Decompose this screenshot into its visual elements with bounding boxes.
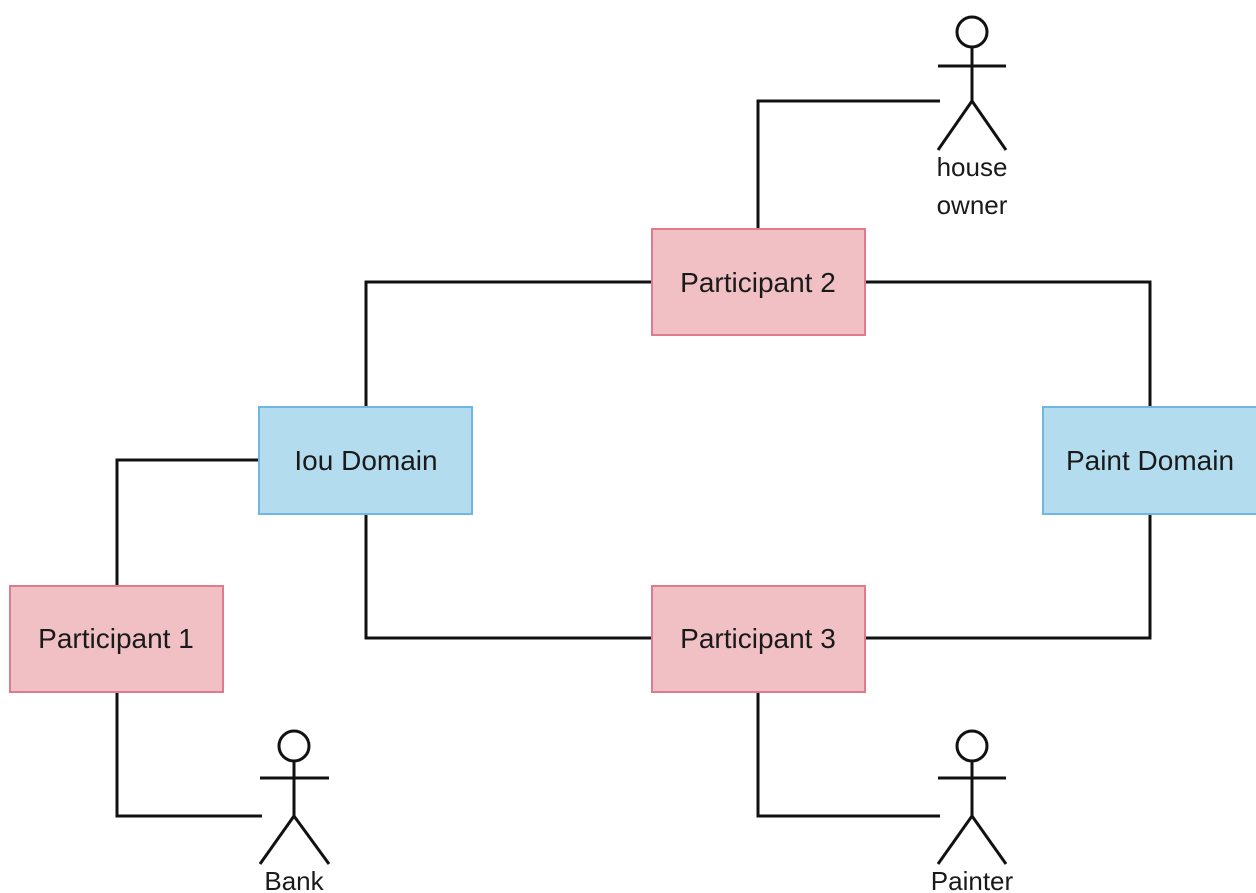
participant-3-label: Participant 3 <box>680 623 836 654</box>
painter-label: Painter <box>931 866 1014 893</box>
iou-domain-box <box>258 406 473 515</box>
house-owner-actor[interactable]: house owner <box>936 15 1008 220</box>
bank-label: Bank <box>264 866 324 893</box>
edge-participant-2-paint-domain <box>865 280 1152 407</box>
participant-1-box <box>9 585 224 693</box>
connectors <box>115 99 1152 818</box>
paint-domain-node[interactable]: Paint Domain <box>1042 406 1256 515</box>
participant-1-label: Participant 1 <box>38 623 194 654</box>
house-owner-label-line-2: owner <box>937 190 1008 220</box>
iou-domain-label: Iou Domain <box>294 445 437 476</box>
stick-figure-icon <box>936 15 1008 151</box>
participant-3-box <box>651 585 866 693</box>
participant-2-box <box>651 228 866 336</box>
bank-actor[interactable]: Bank <box>258 729 331 893</box>
participant-3-node[interactable]: Participant 3 <box>651 585 866 693</box>
edge-participant-1-bank <box>115 692 262 818</box>
edge-participant-2-iou-domain <box>364 280 652 407</box>
paint-domain-label: Paint Domain <box>1066 445 1234 476</box>
participant-2-label: Participant 2 <box>680 267 836 298</box>
stick-figure-icon <box>936 729 1008 865</box>
painter-actor[interactable]: Painter <box>931 729 1014 893</box>
edge-iou-domain-participant-3 <box>364 514 652 640</box>
iou-domain-node[interactable]: Iou Domain <box>258 406 473 515</box>
edge-participant-3-painter <box>756 692 940 818</box>
edge-iou-domain-participant-1 <box>115 458 259 586</box>
edge-house-owner-participant-2 <box>756 99 940 229</box>
stick-figure-icon <box>258 729 331 865</box>
house-owner-label-line-1: house <box>937 152 1008 182</box>
paint-domain-box <box>1042 406 1256 515</box>
edge-paint-domain-participant-3 <box>865 514 1152 640</box>
participant-1-node[interactable]: Participant 1 <box>9 585 224 693</box>
participant-2-node[interactable]: Participant 2 <box>651 228 866 336</box>
